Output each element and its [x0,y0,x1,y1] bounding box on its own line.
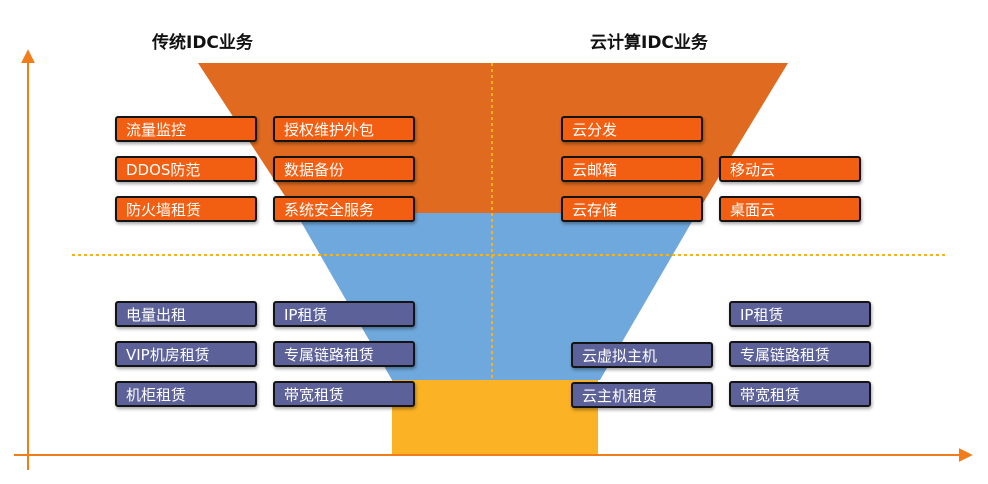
box-traffic-monitoring: 流量监控 [115,116,257,142]
box-desktop-cloud: 桌面云 [719,196,861,222]
box-cloud-storage: 云存储 [561,196,703,222]
box-ip-rental: IP租赁 [273,301,415,327]
box-ddos-protection: DDOS防范 [115,156,257,182]
box-cloud-dedicated-link-rental: 专属链路租赁 [729,341,871,367]
heading-traditional-idc: 传统IDC业务 [152,33,253,53]
box-security-service: 系统安全服务 [273,196,415,222]
box-cloud-bandwidth-rental: 带宽租赁 [729,381,871,407]
box-vip-room-rental: VIP机房租赁 [115,341,257,367]
box-cloud-host-rental: 云主机租赁 [571,382,713,408]
box-cloud-ip-rental: IP租赁 [729,301,871,327]
box-cabinet-rental: 机柜租赁 [115,381,257,407]
box-mobile-cloud: 移动云 [719,156,861,182]
box-power-rental: 电量出租 [115,301,257,327]
box-firewall-rental: 防火墙租赁 [115,196,257,222]
box-bandwidth-rental: 带宽租赁 [273,381,415,407]
box-outsourced-maintenance: 授权维护外包 [273,116,415,142]
box-cloud-distribution: 云分发 [561,116,703,142]
box-cloud-mailbox: 云邮箱 [561,156,703,182]
box-cloud-virtual-host: 云虚拟主机 [571,342,713,368]
box-data-backup: 数据备份 [273,156,415,182]
funnel-bottom-section [392,380,598,455]
box-dedicated-link-rental: 专属链路租赁 [273,341,415,367]
heading-cloud-idc: 云计算IDC业务 [590,33,708,53]
